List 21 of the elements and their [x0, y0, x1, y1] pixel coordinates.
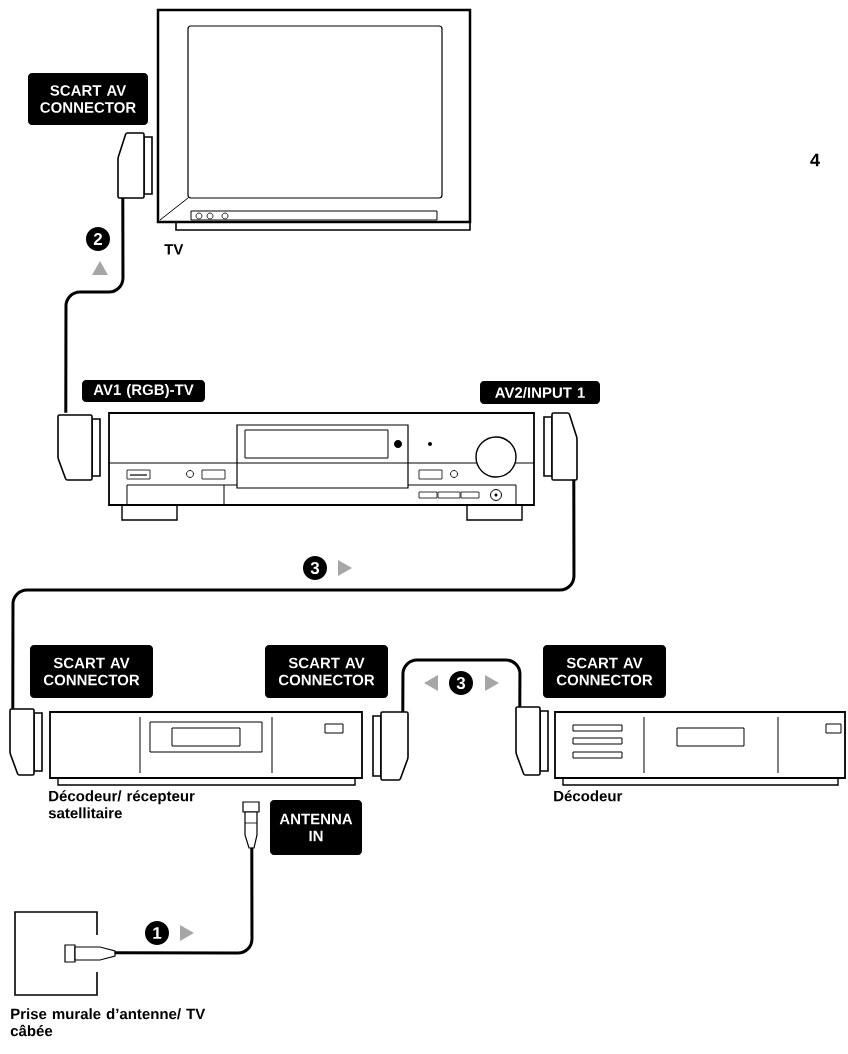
recorder-drawing: [57, 412, 578, 521]
cable: [114, 847, 254, 955]
label-box: SCART AV CONNECTOR: [28, 73, 148, 125]
callout-number: 2: [86, 227, 110, 251]
label-box: SCART AV CONNECTOR: [543, 645, 666, 698]
cable: [401, 658, 522, 712]
callout-number: 3: [303, 556, 327, 580]
label-box: ANTENNA IN: [270, 800, 362, 855]
label-box: AV1 (RGB)-TV: [82, 380, 205, 402]
label-box: AV2/INPUT 1: [480, 381, 600, 404]
cable: [64, 197, 125, 413]
device-label: Prise murale d’antenne/ TV câbée: [10, 1008, 206, 1037]
device-label: TV: [164, 244, 184, 255]
label-box: SCART AV CONNECTOR: [265, 645, 388, 698]
page-number: 4: [810, 153, 820, 167]
device-label: Décodeur/ récepteur satellitaire: [48, 790, 195, 819]
callout-number: 1: [145, 921, 169, 945]
device-label: Décodeur: [554, 790, 623, 802]
label-box: SCART AV CONNECTOR: [30, 645, 153, 698]
cable: [11, 479, 576, 709]
callout-number: 3: [449, 671, 473, 695]
